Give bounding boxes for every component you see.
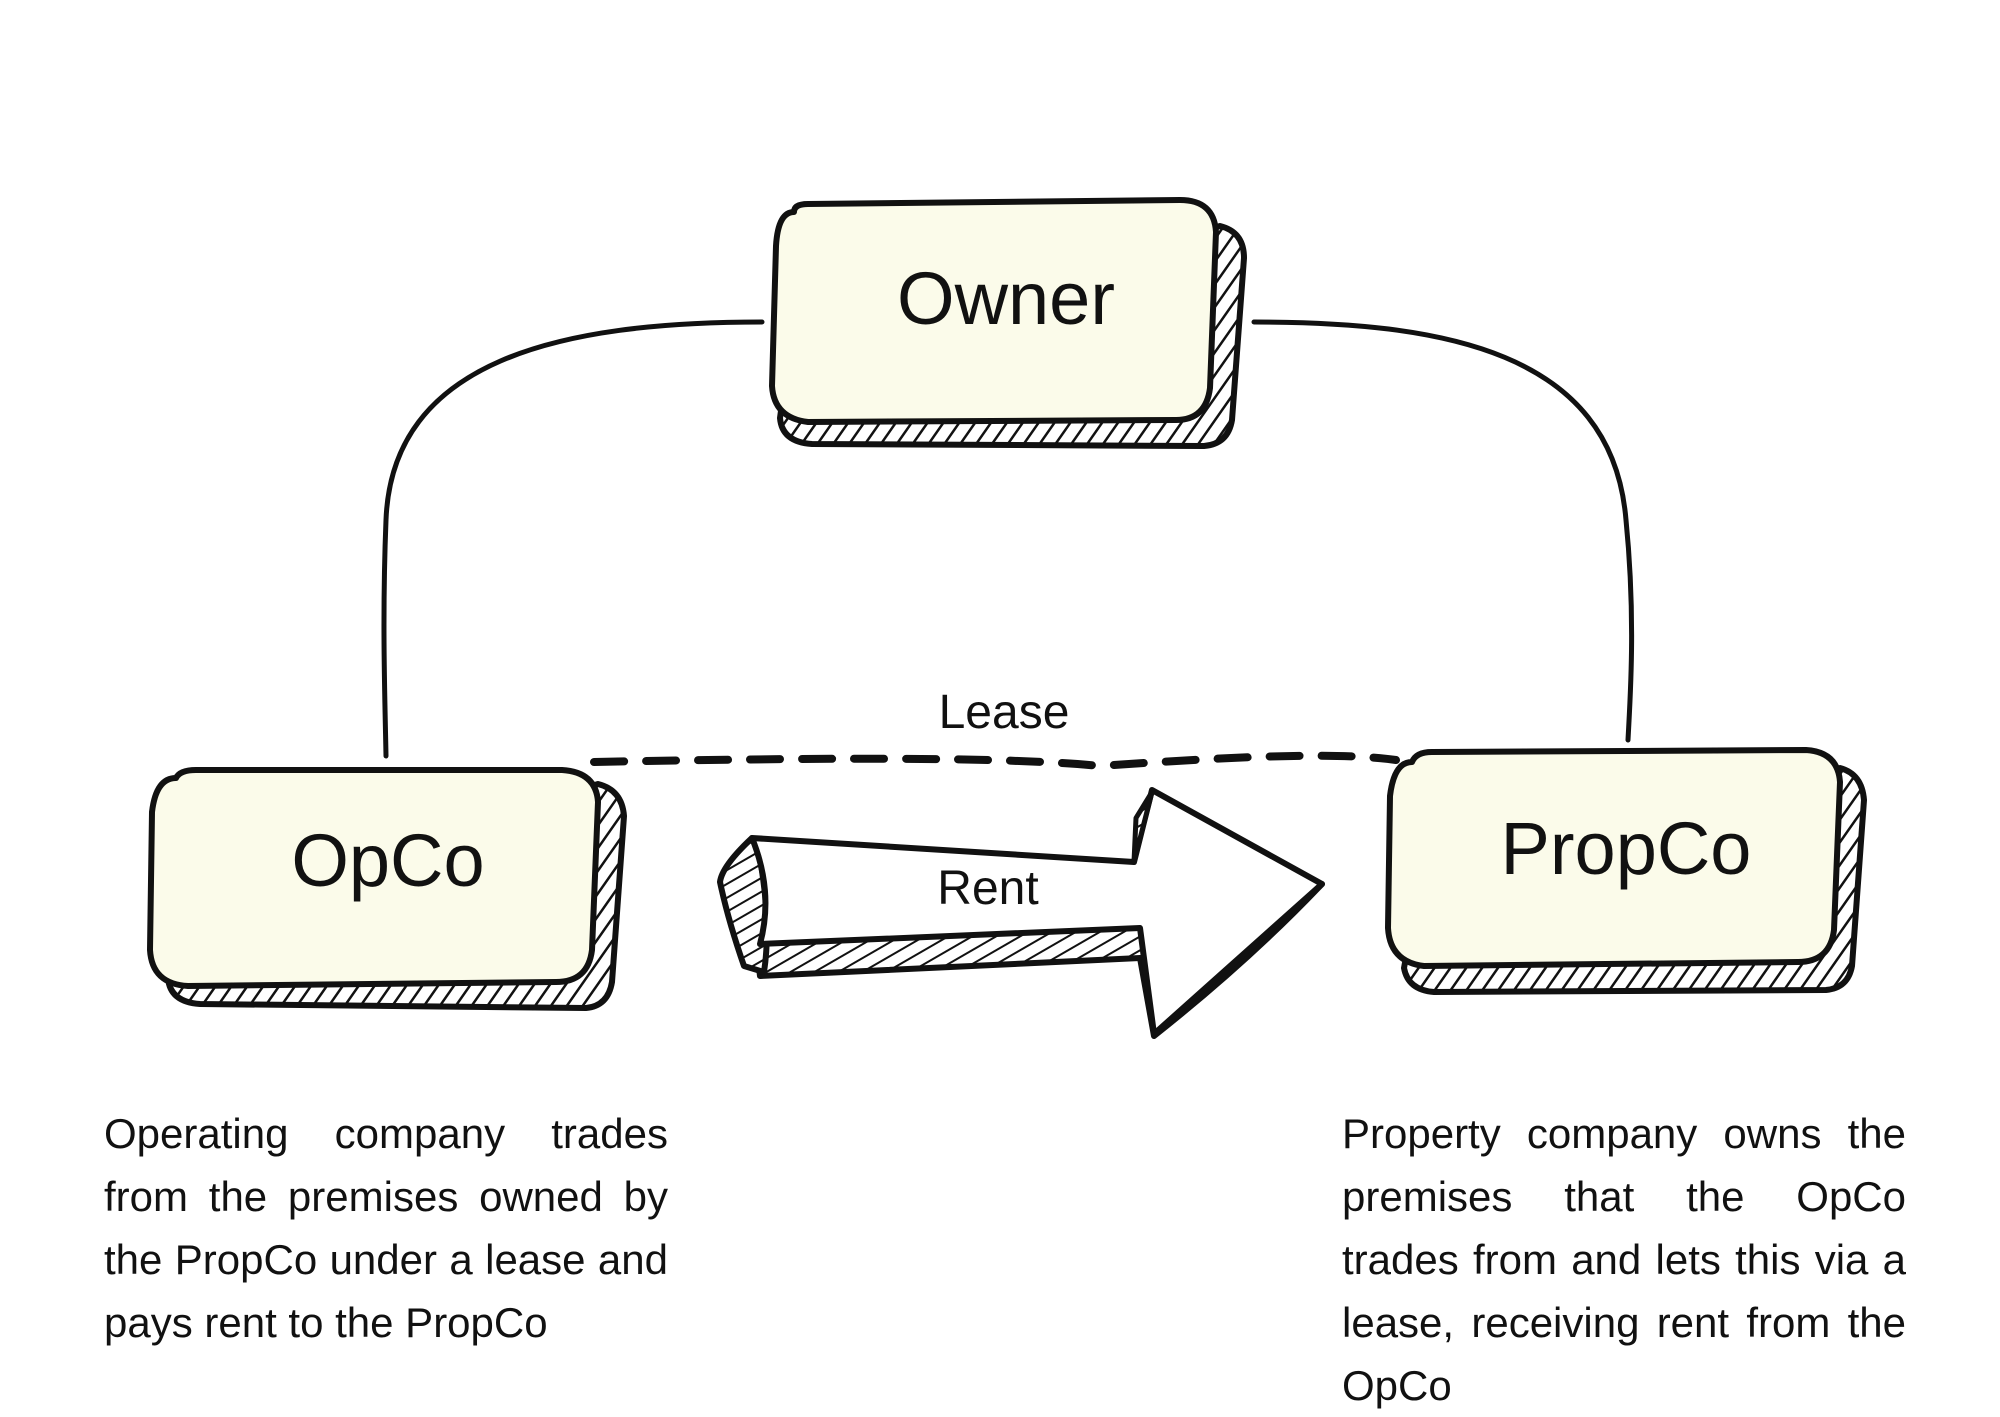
owner-node: Owner [769,197,1247,449]
opco-label: OpCo [291,819,484,902]
owner-propco-connector [1251,319,1635,743]
owner-box [769,197,1219,425]
rent-arrow-head-hatch [1131,789,1155,865]
opco-description: Operating company trades from the premis… [104,1110,668,1346]
propco-description: Property company owns the premises that … [1342,1110,1906,1409]
owner-label: Owner [897,257,1115,340]
lease-label: Lease [939,686,1070,739]
lease-line [590,751,1400,771]
rent-arrow-body [749,787,1325,1037]
opco-box [147,767,601,989]
owner-opco-connector [381,319,765,759]
rent-arrow [717,787,1325,1039]
rent-label: Rent [937,862,1038,915]
propco-node: PropCo [1385,747,1867,995]
opco-node: OpCo [147,767,627,1011]
propco-label: PropCo [1501,807,1752,890]
propco-box [1385,747,1843,969]
